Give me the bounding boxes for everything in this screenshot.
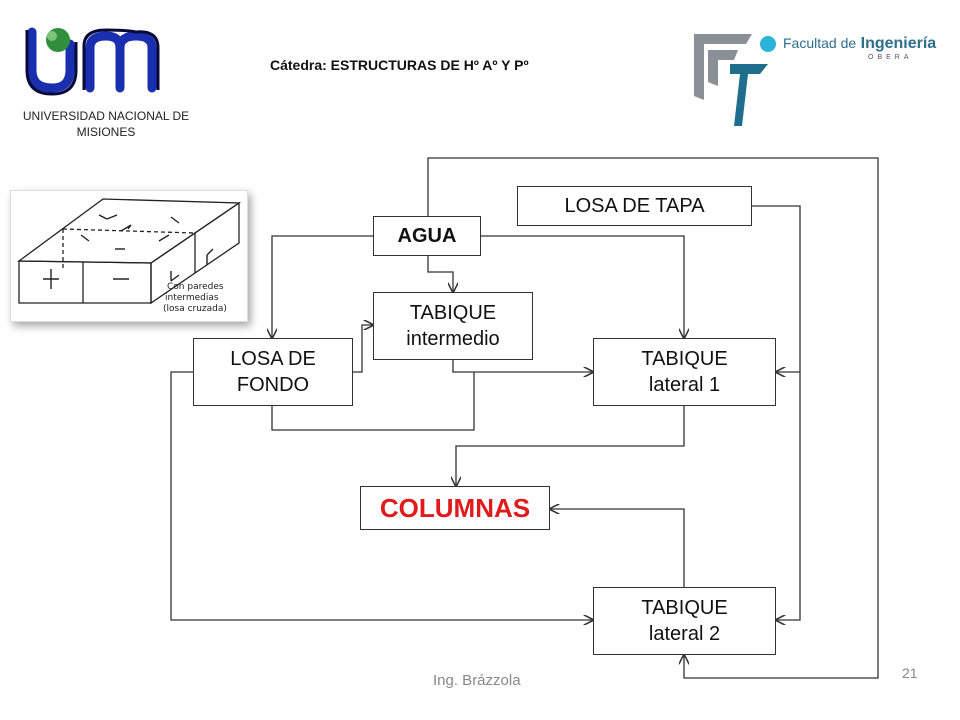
university-name: UNIVERSIDAD NACIONAL DE MISIONES: [22, 109, 190, 139]
node-columnas: COLUMNAS: [360, 486, 550, 530]
connector-losa-tapa-to-lateral-2: [776, 372, 801, 620]
node-tabique-lateral-2: TABIQUE lateral 2: [593, 587, 776, 655]
faculty-logo: [690, 30, 780, 130]
node-losa-de-tapa: LOSA DE TAPA: [517, 186, 752, 226]
connector-losa-tapa-to-laterals: [752, 205, 801, 372]
footer-author: Ing. Brázzola: [433, 672, 521, 689]
node-tabique-intermedio: TABIQUE intermedio: [373, 292, 533, 360]
faculty-name-prefix: Facultad de: [783, 35, 857, 51]
sketch-caption-line3: (losa cruzada): [163, 304, 227, 314]
course-title: Cátedra: ESTRUCTURAS DE Hº Aº Y Pº: [270, 57, 529, 73]
connector-interm-to-lateral-1: [452, 360, 593, 372]
sketch-caption-line2: intermedias: [165, 293, 219, 303]
page-number: 21: [902, 665, 918, 681]
faculty-name: Facultad de Ingeniería: [783, 35, 936, 53]
connector-lateral-2-to-columnas: [550, 509, 685, 587]
connector-lateral-1-to-columnas: [456, 406, 685, 486]
sketch-caption-line1: Con paredes: [167, 282, 224, 292]
faculty-name-main: Ingeniería: [860, 35, 937, 52]
unam-logo: [18, 18, 188, 98]
faculty-city: OBERA: [868, 54, 913, 61]
connector-agua-to-tabique-interm: [427, 256, 453, 292]
connector-losa-fondo-bottom: [271, 372, 475, 431]
fi-logo-graphic: [694, 34, 776, 126]
connector-losa-fondo-to-lateral-2: [170, 371, 593, 620]
connector-agua-to-tabique-lateral-2: [427, 157, 879, 679]
slab-sketch-drawing: Con paredes intermedias (losa cruzada): [17, 198, 242, 314]
connector-agua-to-losa-fondo: [272, 235, 373, 338]
node-losa-de-fondo: LOSA DE FONDO: [193, 338, 353, 406]
connector-agua-to-tabique-lateral-1: [481, 235, 684, 338]
slab-sketch-image: Con paredes intermedias (losa cruzada): [10, 190, 248, 322]
connector-losa-fondo-to-interm: [353, 325, 373, 373]
node-tabique-lateral-1: TABIQUE lateral 1: [593, 338, 776, 406]
unam-logo-graphic: [25, 27, 160, 96]
node-agua: AGUA: [373, 216, 481, 256]
